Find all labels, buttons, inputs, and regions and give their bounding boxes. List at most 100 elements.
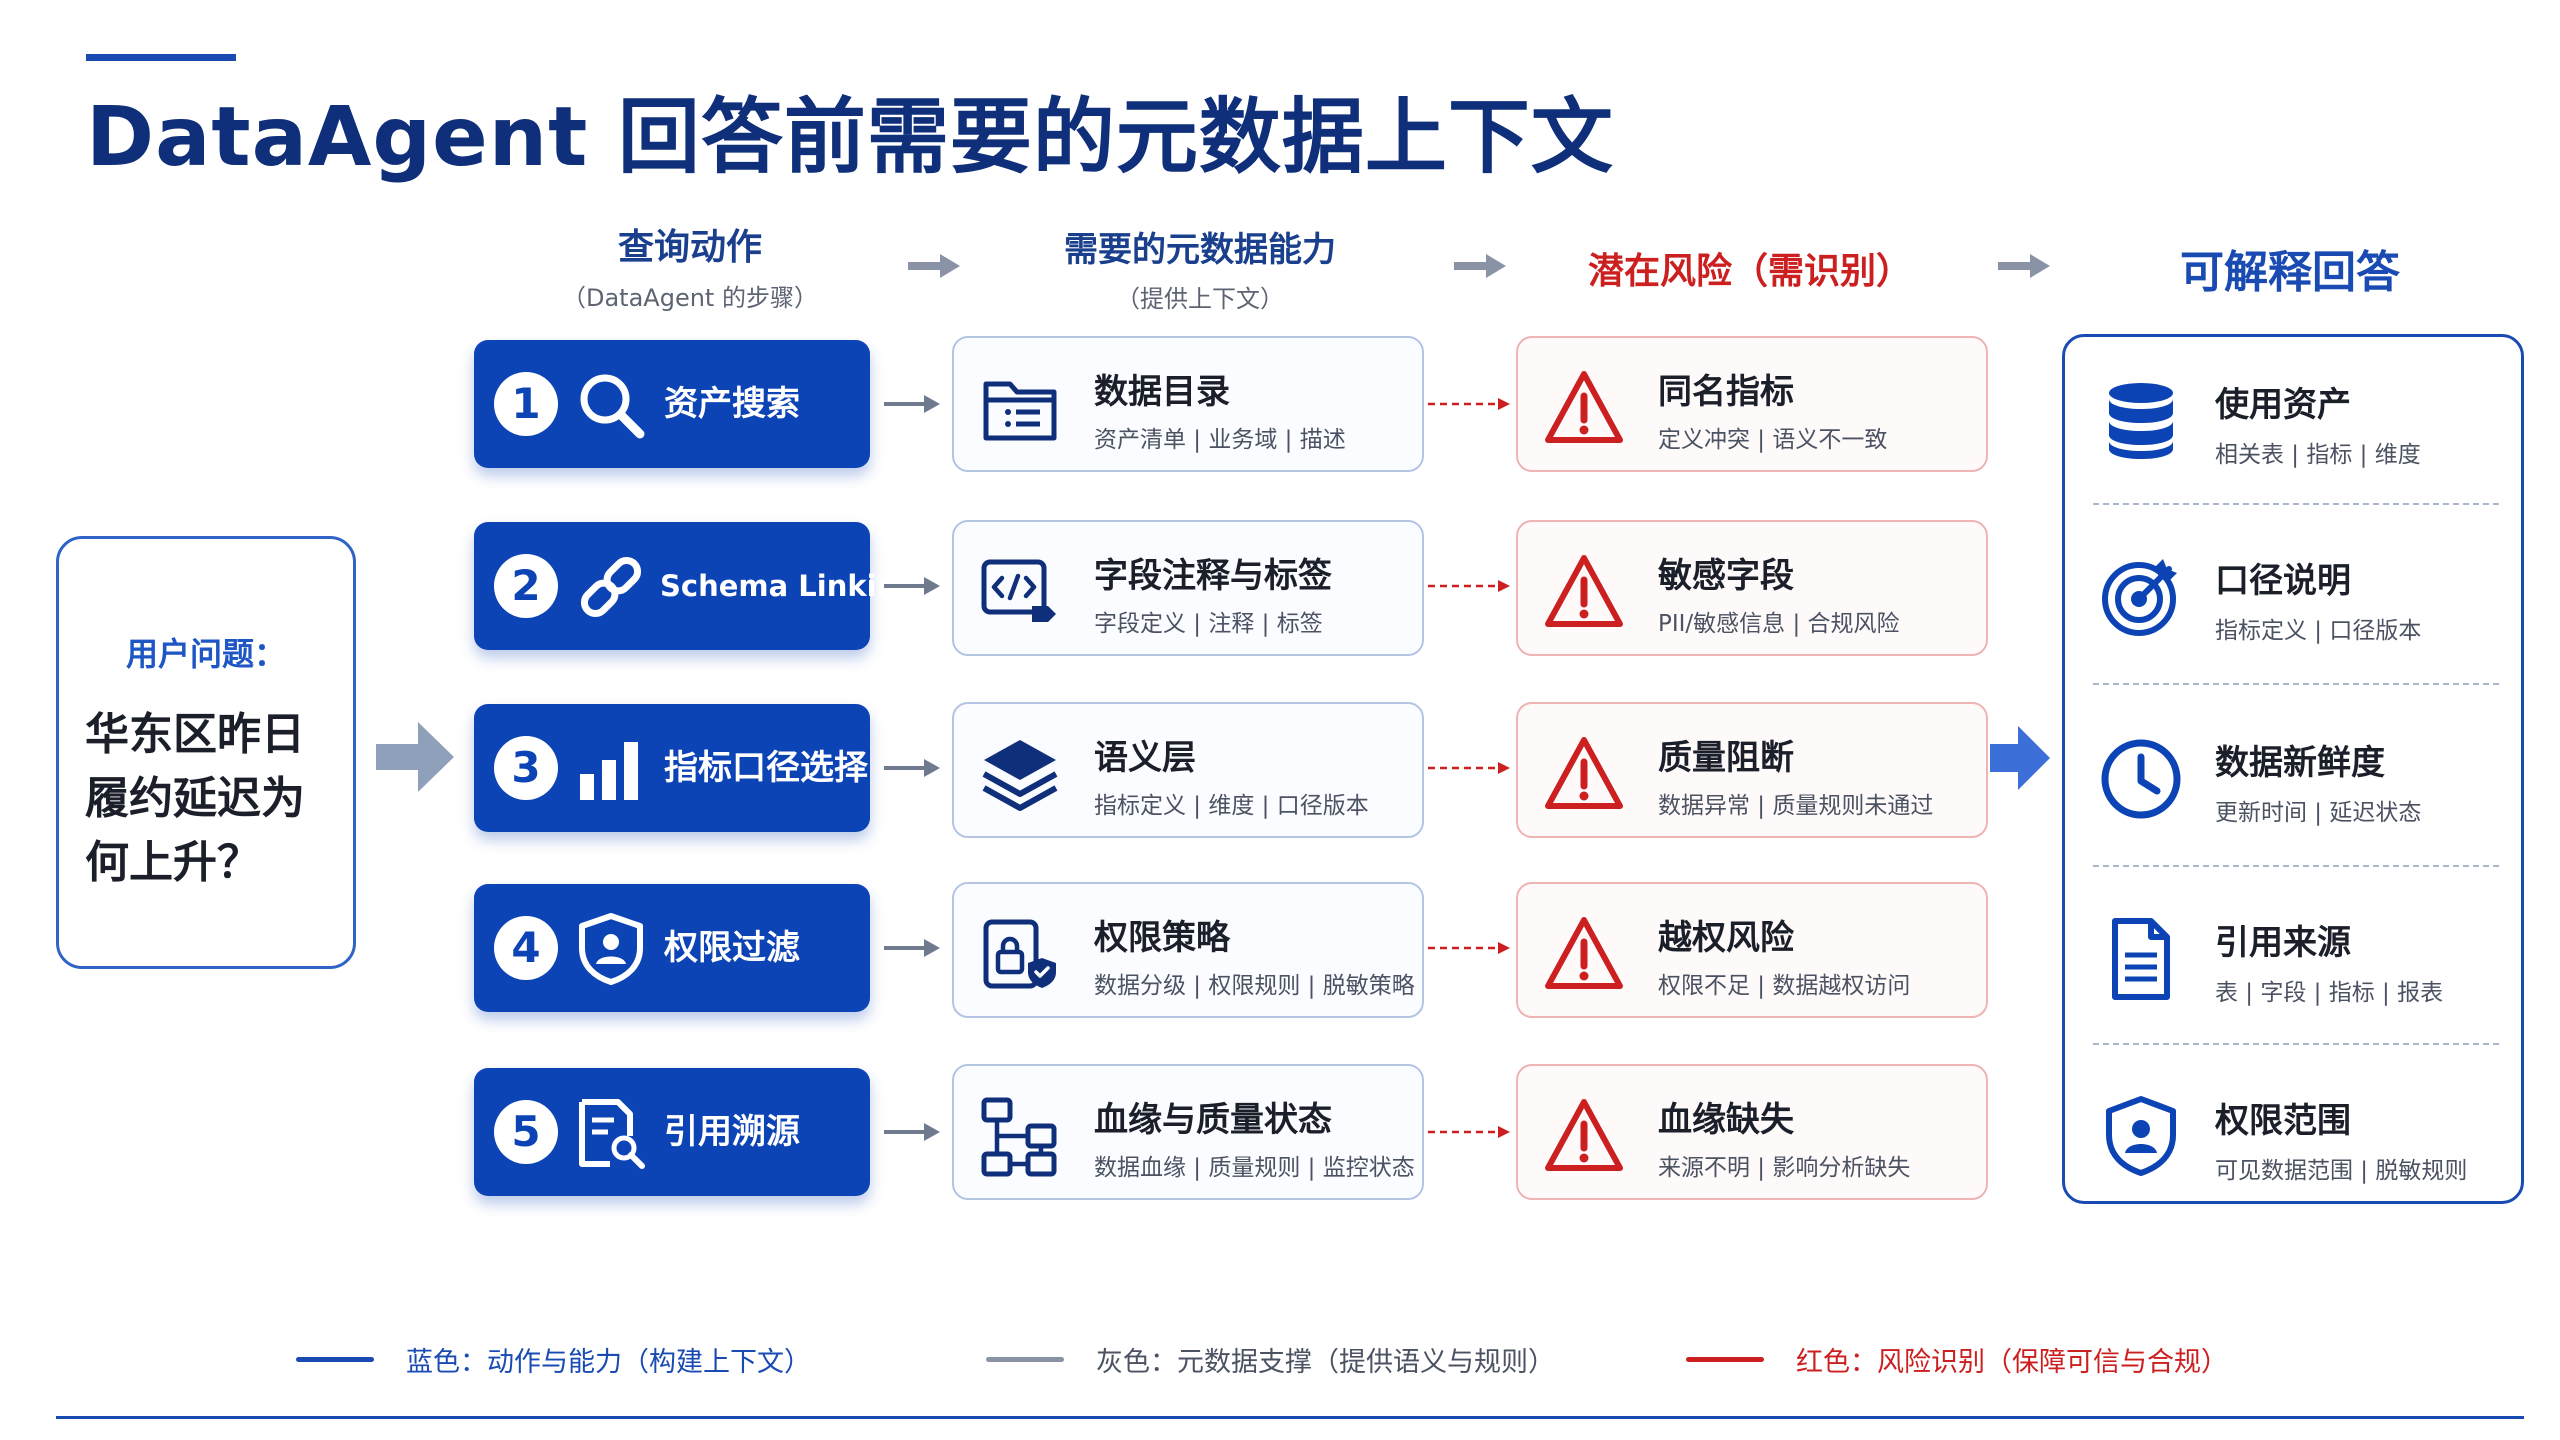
answer-desc: 指标定义 | 口径版本	[2215, 618, 2422, 644]
legend-text-gray: 灰色：元数据支撑（提供语义与规则）	[1096, 1347, 1555, 1378]
folder-list-icon	[983, 381, 1057, 441]
meta-card-lineage-quality: 血缘与质量状态 数据血缘 | 质量规则 | 监控状态	[952, 1064, 1424, 1200]
question-text: 华东区昨日履约延迟为何上升？	[85, 709, 305, 888]
answer-desc: 表 | 字段 | 指标 | 报表	[2215, 980, 2444, 1006]
clock-icon	[2101, 739, 2181, 819]
answer-divider	[2093, 683, 2499, 685]
meta-desc: 字段定义 | 注释 | 标签	[1094, 611, 1323, 637]
answer-item-freshness: 数据新鲜度 更新时间 | 延迟状态	[2065, 695, 2521, 869]
action-asset-search[interactable]: 1 资产搜索	[474, 340, 870, 468]
action-citation-trace[interactable]: 5 引用溯源	[474, 1068, 870, 1196]
answer-title: 权限范围	[2215, 1101, 2351, 1141]
answer-desc: 更新时间 | 延迟状态	[2215, 800, 2422, 826]
risk-card-same-name-metric: 同名指标 定义冲突 | 语义不一致	[1516, 336, 1988, 472]
meta-card-permission-policy: 权限策略 数据分级 | 权限规则 | 脱敏策略	[952, 882, 1424, 1018]
risk-desc: PII/敏感信息 | 合规风险	[1658, 611, 1900, 637]
action-permission-filter[interactable]: 4 权限过滤	[474, 884, 870, 1012]
risk-title: 越权风险	[1658, 918, 1794, 958]
legend-blue: 蓝色：动作与能力（构建上下文）	[296, 1340, 811, 1379]
meta-to-risk-arrow	[1428, 762, 1510, 774]
meta-card-catalog: 数据目录 资产清单 | 业务域 | 描述	[952, 336, 1424, 472]
answer-desc: 可见数据范围 | 脱敏规则	[2215, 1158, 2468, 1184]
meta-card-semantic-layer: 语义层 指标定义 | 维度 | 口径版本	[952, 702, 1424, 838]
risk-title: 同名指标	[1658, 372, 1794, 412]
action-schema-linking[interactable]: 2 Schema Linking	[474, 522, 918, 650]
legend-text-blue: 蓝色：动作与能力（构建上下文）	[406, 1347, 811, 1378]
answer-divider	[2093, 1043, 2499, 1045]
meta-desc: 资产清单 | 业务域 | 描述	[1094, 427, 1346, 453]
link-icon	[580, 556, 642, 618]
risk-desc: 数据异常 | 质量规则未通过	[1658, 793, 1934, 819]
legend-line-gray	[986, 1357, 1064, 1362]
warning-icon	[1545, 737, 1623, 809]
step-number: 2	[494, 554, 558, 618]
legend-text-red: 红色：风险识别（保障可信与合规）	[1796, 1347, 2228, 1378]
user-question-box: 用户问题： 华东区昨日履约延迟为何上升？	[56, 536, 356, 969]
warning-icon	[1545, 1099, 1623, 1171]
meta-card-field-annotation: 字段注释与标签 字段定义 | 注释 | 标签	[952, 520, 1424, 656]
meta-title: 语义层	[1094, 738, 1196, 778]
risk-card-sensitive-field: 敏感字段 PII/敏感信息 | 合规风险	[1516, 520, 1988, 656]
risk-desc: 定义冲突 | 语义不一致	[1658, 427, 1888, 453]
meta-desc: 指标定义 | 维度 | 口径版本	[1094, 793, 1369, 819]
legend-line-blue	[296, 1357, 374, 1362]
action-label: 引用溯源	[664, 1112, 800, 1152]
action-to-meta-arrow	[884, 1123, 940, 1141]
header-meta: 需要的元数据能力 （提供上下文）	[1040, 222, 1360, 314]
warning-icon	[1545, 371, 1623, 443]
explainable-answer-panel: 使用资产 相关表 | 指标 | 维度 口径说明 指标定义 | 口径版本 数据新鲜…	[2062, 334, 2524, 1204]
meta-title: 字段注释与标签	[1094, 556, 1332, 596]
meta-to-risk-arrow	[1428, 1126, 1510, 1138]
lineage-icon	[981, 1097, 1057, 1177]
answer-divider	[2093, 865, 2499, 867]
action-label: 权限过滤	[664, 928, 800, 968]
header-actions-sub: （DataAgent 的步骤）	[562, 284, 818, 312]
header-meta-title: 需要的元数据能力	[1064, 230, 1336, 270]
action-to-meta-arrow	[884, 395, 940, 413]
risk-desc: 来源不明 | 影响分析缺失	[1658, 1155, 1911, 1181]
title-accent-bar	[86, 54, 236, 61]
meta-desc: 数据血缘 | 质量规则 | 监控状态	[1094, 1155, 1415, 1181]
step-number: 4	[494, 916, 558, 980]
answer-divider	[2093, 503, 2499, 505]
risk-card-quality-block: 质量阻断 数据异常 | 质量规则未通过	[1516, 702, 1988, 838]
answer-item-permission-scope: 权限范围 可见数据范围 | 脱敏规则	[2065, 1053, 2521, 1227]
risk-title: 敏感字段	[1658, 556, 1794, 596]
warning-icon	[1545, 555, 1623, 627]
action-label: 资产搜索	[664, 384, 800, 424]
target-icon	[2102, 559, 2177, 636]
action-metric-selection[interactable]: 3 指标口径选择	[474, 704, 870, 832]
header-arrow-3	[1998, 254, 2050, 278]
header-risk-title: 潜在风险（需识别）	[1587, 251, 1912, 292]
answer-title: 使用资产	[2215, 385, 2351, 425]
header-answer-title: 可解释回答	[2180, 247, 2400, 298]
action-to-meta-arrow	[884, 759, 940, 777]
answer-item-citation: 引用来源 表 | 字段 | 指标 | 报表	[2065, 875, 2521, 1049]
answer-title: 口径说明	[2215, 561, 2351, 601]
lock-shield-icon	[983, 919, 1056, 989]
header-meta-sub: （提供上下文）	[1116, 285, 1284, 313]
page-title: DataAgent 回答前需要的元数据上下文	[86, 90, 1614, 185]
meta-title: 血缘与质量状态	[1094, 1100, 1332, 1140]
answer-title: 引用来源	[2215, 923, 2351, 963]
risk-card-missing-lineage: 血缘缺失 来源不明 | 影响分析缺失	[1516, 1064, 1988, 1200]
action-label: 指标口径选择	[664, 748, 868, 788]
document-search-icon	[579, 1099, 645, 1169]
action-to-meta-arrow	[884, 577, 940, 595]
bar-chart-icon	[580, 742, 638, 800]
header-answer: 可解释回答	[2140, 236, 2440, 300]
layers-icon	[982, 740, 1058, 811]
header-arrow-1	[908, 254, 960, 278]
warning-icon	[1545, 917, 1623, 989]
step-number: 1	[494, 372, 558, 436]
question-to-actions-arrow	[376, 722, 454, 792]
action-to-meta-arrow	[884, 939, 940, 957]
header-arrow-2	[1454, 254, 1506, 278]
meta-desc: 数据分级 | 权限规则 | 脱敏策略	[1094, 973, 1415, 999]
risk-to-answer-arrow	[1990, 726, 2050, 790]
meta-to-risk-arrow	[1428, 580, 1510, 592]
step-number: 3	[494, 736, 558, 800]
document-icon	[2112, 918, 2170, 1000]
header-risk: 潜在风险（需识别）	[1580, 242, 1920, 294]
database-icon	[2109, 383, 2173, 459]
